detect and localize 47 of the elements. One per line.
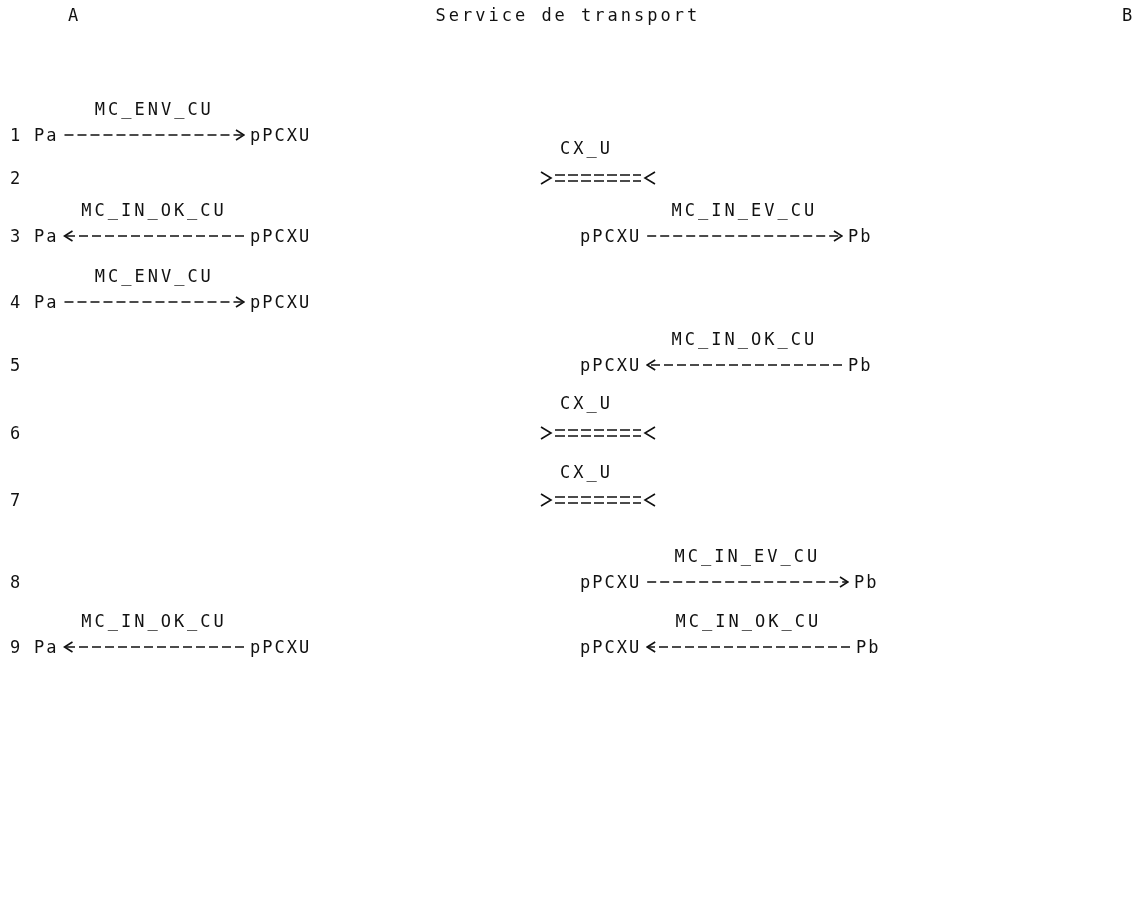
edge-label: MC_IN_OK_CU [671, 328, 818, 350]
participant-label: Pb [842, 225, 879, 247]
participant-label: pPCXU [244, 291, 318, 313]
participant-label: Pa [28, 124, 65, 146]
participant-label: Pa [28, 225, 65, 247]
edge-label: MC_IN_EV_CU [671, 199, 818, 221]
label-text: 6 [10, 422, 24, 444]
diagram-title: Service de transport [435, 4, 701, 26]
label-text: 8 [10, 571, 24, 593]
participant-label: pPCXU [244, 124, 318, 146]
label-text: 5 [10, 354, 24, 376]
participant-label: Pb [850, 636, 887, 658]
dashed-arrow [63, 641, 245, 653]
dashed-arrow [63, 129, 245, 141]
participant-label: Pa [28, 291, 65, 313]
label-text: 3 [10, 225, 24, 247]
participant-label: pPCXU [574, 354, 648, 376]
participant-label: pPCXU [244, 636, 318, 658]
dashed-arrow [646, 230, 843, 242]
participant-label: Pb [842, 354, 879, 376]
label-text: 9 [10, 636, 24, 658]
dashed-arrow [646, 576, 849, 588]
dashed-arrow [646, 641, 851, 653]
edge-label: MC_IN_OK_CU [81, 199, 227, 221]
participant-label: pPCXU [574, 225, 648, 247]
label-text: A [68, 4, 82, 26]
participant-label: pPCXU [574, 571, 648, 593]
participant-label: Pa [28, 636, 65, 658]
label-text: 4 [10, 291, 24, 313]
edge-label: MC_IN_OK_CU [675, 610, 822, 632]
label-text: 2 [10, 167, 24, 189]
dashed-arrow [63, 296, 245, 308]
participant-label: pPCXU [244, 225, 318, 247]
participant-label: Pb [848, 571, 885, 593]
label-text: B [1122, 4, 1136, 26]
participant-label: pPCXU [574, 636, 648, 658]
edge-label: MC_ENV_CU [94, 265, 214, 287]
edge-label: MC_IN_OK_CU [81, 610, 227, 632]
edge-label: MC_IN_EV_CU [674, 545, 821, 567]
label-text: 7 [10, 489, 24, 511]
label-text: CX_U [560, 137, 613, 159]
dashed-arrow [646, 359, 843, 371]
dashed-arrow [63, 230, 245, 242]
label-text: CX_U [560, 461, 613, 483]
label-text: 1 [10, 124, 24, 146]
edge-label: MC_ENV_CU [94, 98, 214, 120]
label-text: CX_U [560, 392, 613, 414]
